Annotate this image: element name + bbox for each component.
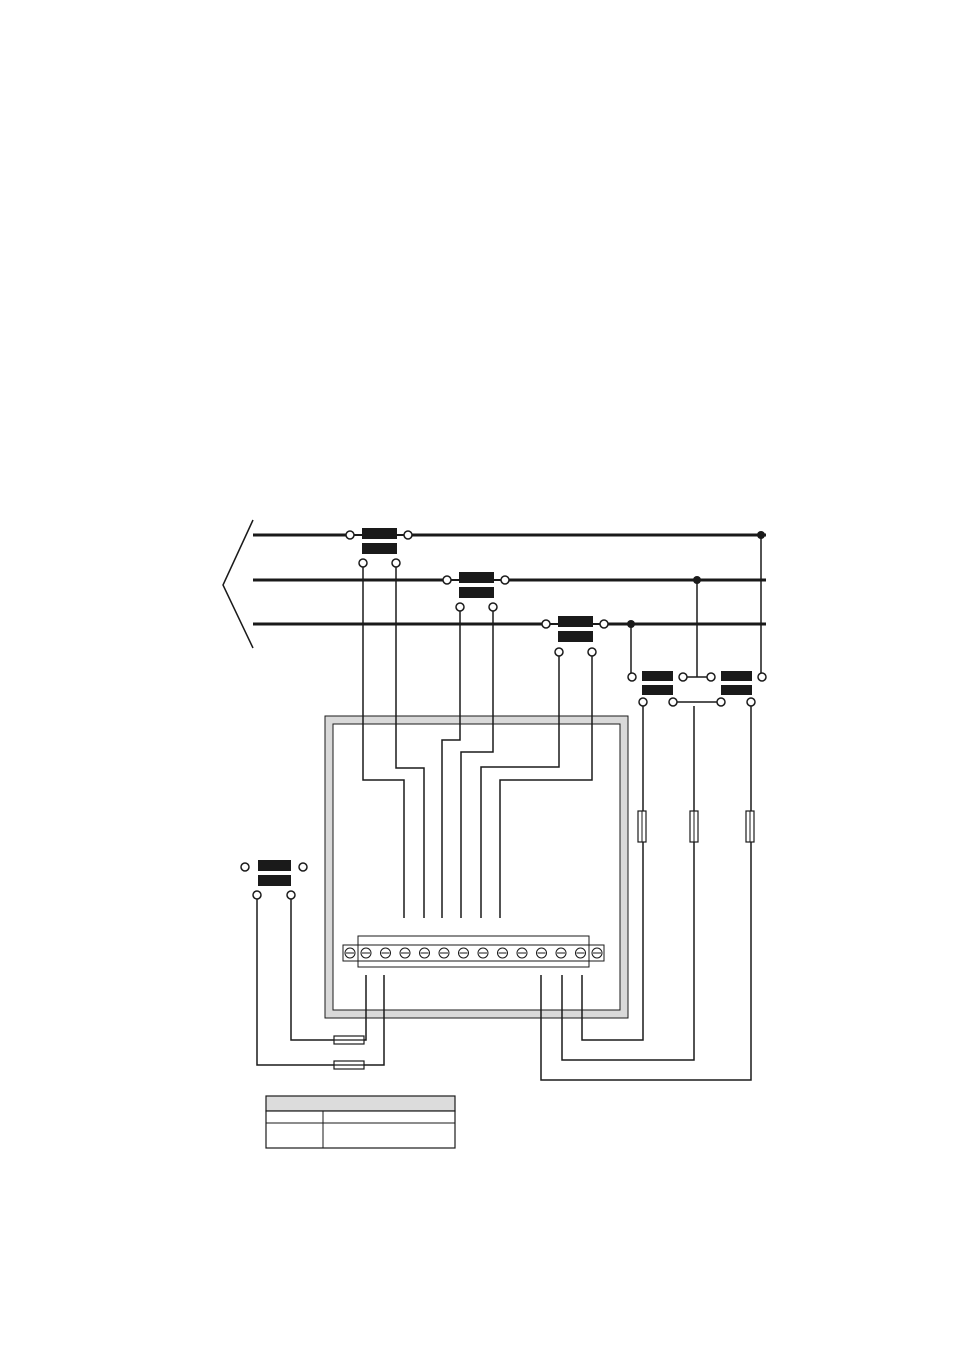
ct-secondary-terminal bbox=[455, 602, 465, 612]
vt-terminal bbox=[706, 672, 716, 682]
vt-terminal bbox=[757, 672, 767, 682]
vt-1 bbox=[627, 671, 688, 707]
ct-terminal bbox=[345, 530, 355, 540]
ct-terminal bbox=[500, 575, 510, 585]
wire bbox=[540, 706, 752, 1081]
wire bbox=[362, 567, 405, 918]
ct-terminal bbox=[403, 530, 413, 540]
aux-wires bbox=[256, 899, 385, 1066]
legend-header bbox=[265, 1095, 456, 1112]
line-direction-arrow bbox=[222, 519, 254, 649]
ct-secondary-terminal bbox=[286, 890, 296, 900]
ct-wires bbox=[362, 567, 593, 918]
vt-secondary-terminal bbox=[638, 697, 648, 707]
wire bbox=[395, 567, 425, 918]
terminal-strip bbox=[342, 935, 605, 968]
vt-terminal bbox=[678, 672, 688, 682]
ct-secondary-terminal bbox=[587, 647, 597, 657]
wire bbox=[290, 899, 367, 1041]
meter-housing bbox=[324, 715, 629, 1019]
voltage-fuses bbox=[637, 810, 755, 843]
ct-terminal bbox=[298, 862, 308, 872]
wire bbox=[480, 656, 560, 918]
ct-terminal bbox=[240, 862, 250, 872]
ct-terminal bbox=[599, 619, 609, 629]
terminal-screws bbox=[344, 947, 603, 959]
ct-secondary-terminal bbox=[252, 890, 262, 900]
voltage-wires bbox=[540, 706, 752, 1081]
ct-auxiliary bbox=[240, 860, 308, 900]
ct-phase-1 bbox=[345, 528, 413, 568]
vt-secondary-terminal bbox=[668, 697, 678, 707]
wire bbox=[460, 611, 494, 918]
vt-taps bbox=[630, 535, 762, 678]
ct-terminal bbox=[442, 575, 452, 585]
fuse-center-lines bbox=[641, 811, 751, 842]
wire bbox=[561, 706, 695, 1061]
wire bbox=[256, 899, 385, 1066]
ct-terminal bbox=[541, 619, 551, 629]
legend-table bbox=[265, 1095, 456, 1149]
vt-secondary-terminal bbox=[716, 697, 726, 707]
wire bbox=[441, 611, 461, 918]
ct-secondary-terminal bbox=[554, 647, 564, 657]
vt-secondary-terminal bbox=[746, 697, 756, 707]
aux-fuses bbox=[333, 1035, 365, 1070]
ct-secondary-terminal bbox=[488, 602, 498, 612]
ct-phase-3 bbox=[541, 616, 609, 657]
vt-terminal bbox=[627, 672, 637, 682]
wire bbox=[581, 706, 644, 1041]
vt-2 bbox=[706, 671, 767, 707]
ct-phase-2 bbox=[442, 572, 510, 612]
ct-secondary-terminal bbox=[391, 558, 401, 568]
wire bbox=[499, 656, 593, 918]
ct-secondary-terminal bbox=[358, 558, 368, 568]
